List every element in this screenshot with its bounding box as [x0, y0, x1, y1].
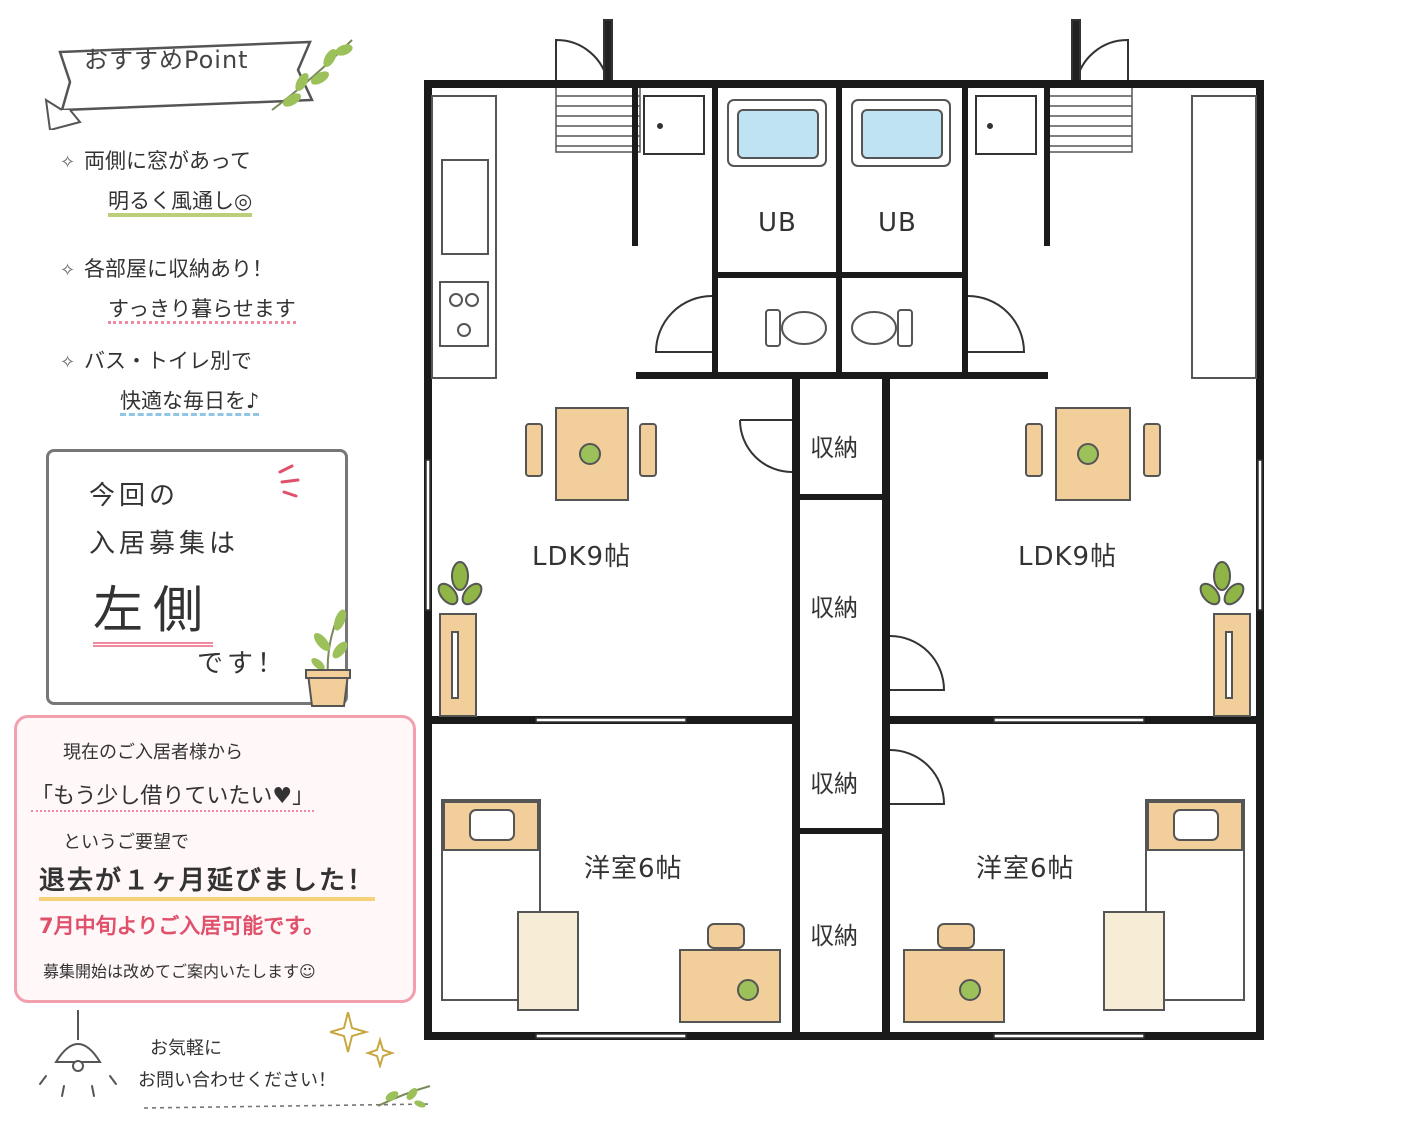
banner-title: おすすめPoint [84, 46, 249, 74]
point-3: ✧バス・トイレ別で 快適な毎日を♪ [60, 342, 260, 420]
ribbon-banner [44, 40, 314, 130]
potted-plant-icon [305, 609, 351, 707]
notice-highlight: 左側 [93, 578, 213, 647]
desk-right [903, 923, 1005, 1023]
bath-label-left: UB [758, 208, 797, 238]
storage-label-3: 収納 [810, 770, 858, 798]
sparkle-icon: ✧ [60, 152, 76, 173]
ldk-label-right: LDK9帖 [1018, 542, 1118, 572]
dining-table-left [525, 407, 657, 501]
ldk-label-left: LDK9帖 [532, 542, 632, 572]
room-label-right: 洋室6帖 [976, 854, 1075, 884]
point-1: ✧両側に窓があって 明るく風通し◎ [60, 142, 253, 220]
notice-card: 今回の 入居募集は 左側 です！ [46, 449, 348, 705]
toilet-left [765, 309, 827, 347]
bed-right [1103, 799, 1245, 1011]
footer-line-1: お気軽に [150, 1038, 222, 1059]
footer-line-2: お問い合わせください！ [138, 1070, 336, 1091]
tv-stand-right [1199, 561, 1251, 717]
right-stairs [1045, 85, 1133, 153]
bathtub-left [727, 99, 827, 167]
contact-notice-box: 現在のご入居者様から 「もう少し借りていたい♥」 というご要望で 退去が１ヶ月延… [14, 715, 416, 1003]
storage-label-4: 収納 [810, 922, 858, 950]
tv-stand-left [437, 561, 483, 717]
sparkle-icon [330, 1012, 396, 1068]
dining-table-right [1025, 407, 1161, 501]
storage-label-1: 収納 [810, 434, 858, 462]
bath-label-right: UB [878, 208, 917, 238]
pendant-lamp-icon [39, 1010, 117, 1097]
room-label-left: 洋室6帖 [584, 854, 683, 884]
sparkle-icon: ✧ [60, 260, 76, 281]
left-stairs [555, 85, 641, 153]
bed-left [441, 799, 579, 1011]
emphasis-marks-icon [278, 464, 300, 498]
bathtub-right [851, 99, 951, 167]
toilet-right [851, 309, 913, 347]
vine-icon [143, 1085, 431, 1109]
storage-label-2: 収納 [810, 594, 858, 622]
sparkle-icon: ✧ [60, 352, 76, 373]
point-2: ✧各部屋に収納あり！ すっきり暮らせます [60, 250, 296, 328]
kitchen-right [1191, 95, 1257, 379]
kitchen-left [431, 95, 497, 379]
desk-left [679, 923, 781, 1023]
leaf-branch-icon [271, 39, 353, 111]
